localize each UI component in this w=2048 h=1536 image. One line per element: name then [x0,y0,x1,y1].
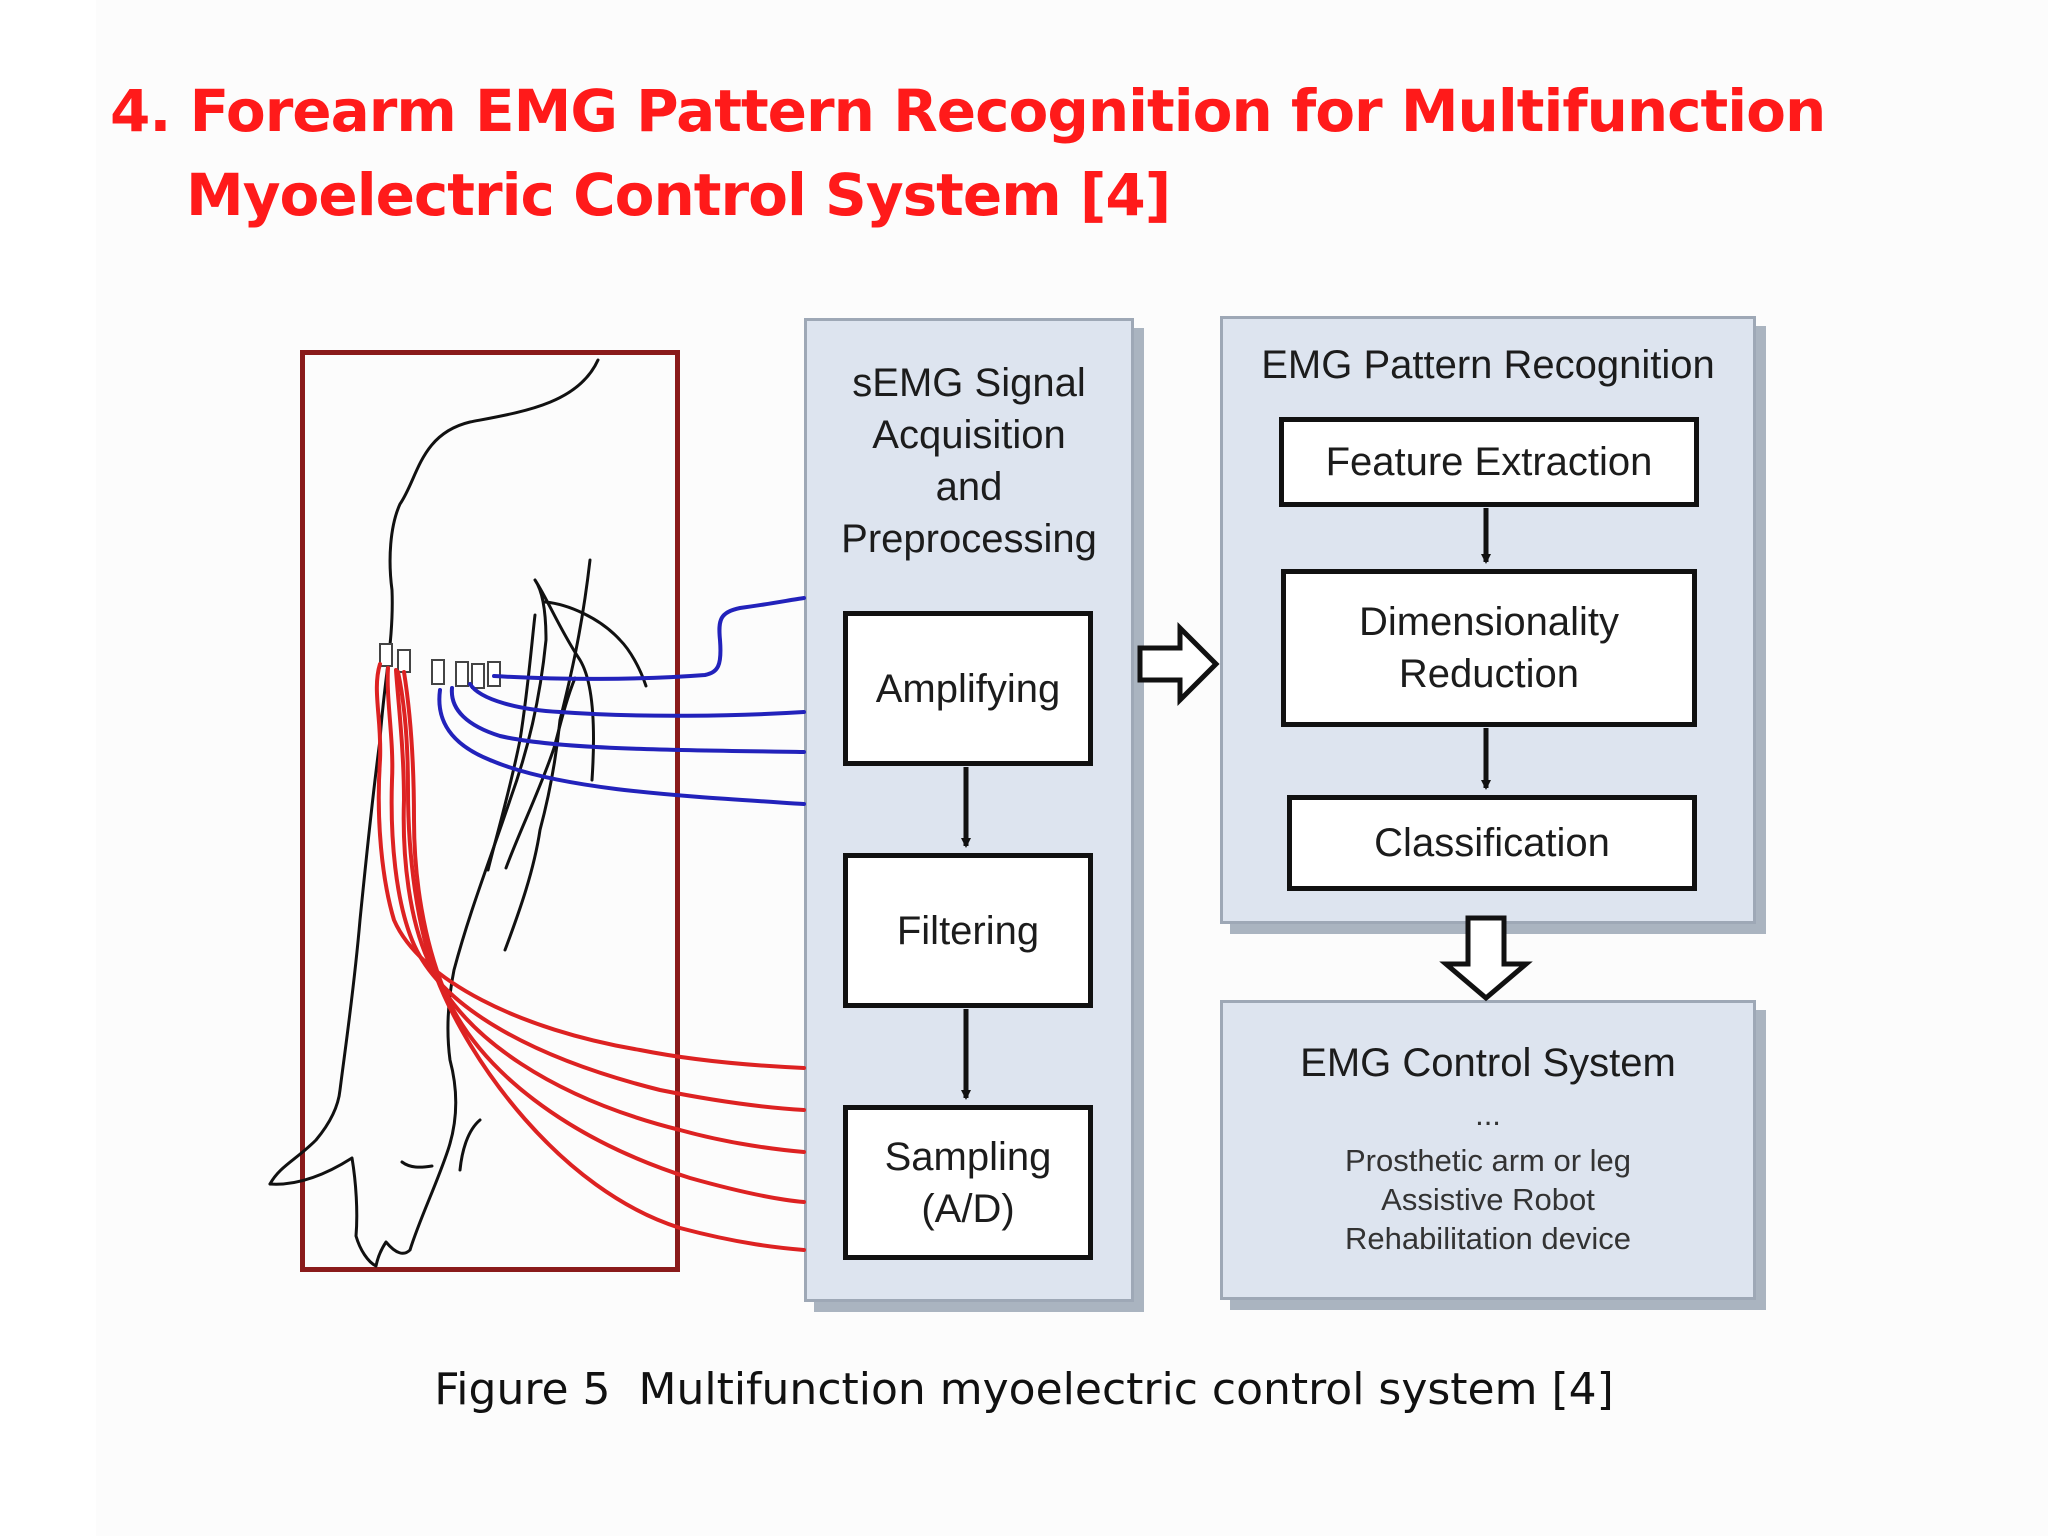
control-system-panel: EMG Control System ... Prosthetic arm or… [1220,1000,1756,1300]
electrode-4-icon [455,661,469,687]
blue-electrode-wires [437,596,806,806]
amplifying-box: Amplifying [843,611,1093,766]
slide-title-line-2: Myoelectric Control System [4] [186,161,1171,229]
recognition-to-control-arrow [1439,915,1533,1002]
dimensionality-reduction-box: Dimensionality Reduction [1281,569,1697,727]
control-item-rehabilitation: Rehabilitation device [1344,1221,1632,1256]
recognition-panel: EMG Pattern Recognition Feature Extracti… [1220,316,1756,924]
acquisition-to-recognition-arrow [1137,621,1220,707]
control-panel-heading: EMG Control System [1300,1041,1676,1085]
control-panel-ellipsis: ... [1475,1097,1501,1132]
acquisition-panel: sEMG Signal Acquisition and Preprocessin… [804,318,1134,1302]
acquisition-panel-heading: sEMG Signal Acquisition and Preprocessin… [841,361,1097,561]
figure-caption: Figure 5 Multifunction myoelectric contr… [434,1364,1614,1415]
filtering-box: Filtering [843,853,1093,1008]
slide-title-line-1: 4. Forearm EMG Pattern Recognition for M… [110,77,1826,145]
electrode-3-icon [431,659,445,685]
control-item-prosthetic: Prosthetic arm or leg [1345,1143,1631,1178]
sampling-box: Sampling (A/D) [843,1105,1093,1260]
feature-extraction-box: Feature Extraction [1279,417,1699,507]
control-item-assistive-robot: Assistive Robot [1381,1182,1595,1217]
electrode-1-icon [379,643,393,667]
arm-illustration-frame [300,350,680,1272]
electrode-icons [379,643,501,689]
recognition-panel-heading: EMG Pattern Recognition [1261,343,1715,387]
electrode-5-icon [471,663,485,689]
classification-box: Classification [1287,795,1697,891]
arm-outline-icon [268,358,648,1268]
red-electrode-wires [374,662,806,1252]
electrode-6-icon [487,661,501,687]
electrode-2-icon [397,649,411,673]
